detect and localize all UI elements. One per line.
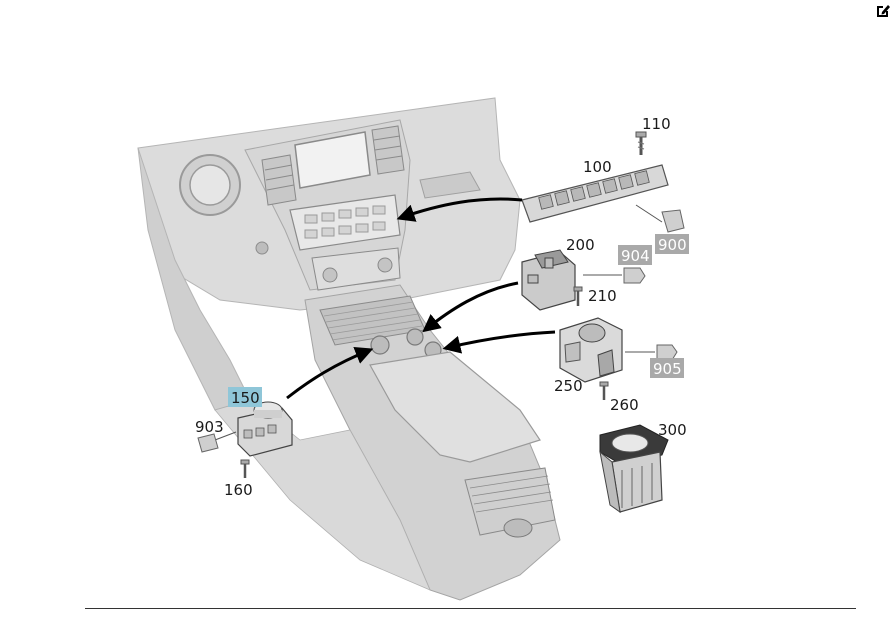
control-module-part (521, 249, 576, 311)
connector-part (197, 433, 219, 453)
callout-300[interactable]: 300 (658, 421, 687, 439)
callout-250[interactable]: 250 (554, 377, 583, 395)
screw-part (240, 459, 250, 478)
connector-part (635, 204, 685, 233)
screw-part (599, 381, 609, 400)
callout-100[interactable]: 100 (583, 158, 612, 176)
callout-904-chip[interactable] (618, 245, 652, 265)
rotary-controller-part (237, 401, 293, 457)
callout-260[interactable]: 260 (610, 396, 639, 414)
callout-210[interactable]: 210 (588, 287, 617, 305)
console-knob-left (370, 335, 390, 355)
arrow-250 (442, 330, 556, 354)
arrow-100 (396, 197, 523, 222)
rear-air-vents (464, 467, 556, 536)
arrow-200 (422, 281, 519, 333)
callout-200[interactable]: 200 (566, 236, 595, 254)
screw-part (635, 131, 647, 155)
callout-900[interactable]: 900 (658, 236, 687, 254)
callout-900-chip[interactable] (655, 234, 689, 254)
switch-panel-part (521, 164, 669, 223)
callout-labels: 110 100 900 200 904 210 250 905 260 150 … (195, 115, 689, 499)
center-air-vents (261, 125, 405, 206)
callout-110[interactable]: 110 (642, 115, 671, 133)
callout-903[interactable]: 903 (195, 418, 224, 436)
edit-icon[interactable] (874, 2, 894, 22)
callout-150[interactable]: 150 (231, 389, 260, 407)
vehicle-interior-illustration (137, 97, 561, 601)
arrow-150 (286, 346, 374, 400)
screw-part (573, 286, 583, 306)
callout-904[interactable]: 904 (621, 247, 650, 265)
callout-905[interactable]: 905 (653, 360, 682, 378)
callout-905-chip[interactable] (650, 358, 684, 378)
armrest (369, 351, 541, 463)
connector-part (623, 267, 646, 284)
edit-icon-glyph (877, 5, 890, 17)
touchpad-unit-part (599, 424, 669, 514)
assembly-arrows (286, 197, 556, 400)
controller-part (559, 317, 623, 383)
display-screen (294, 131, 371, 189)
callout-150-chip[interactable] (228, 387, 262, 407)
callout-160[interactable]: 160 (224, 481, 253, 499)
footer-divider (85, 608, 856, 609)
console-knob-center (406, 328, 424, 346)
connector-part (656, 344, 678, 361)
